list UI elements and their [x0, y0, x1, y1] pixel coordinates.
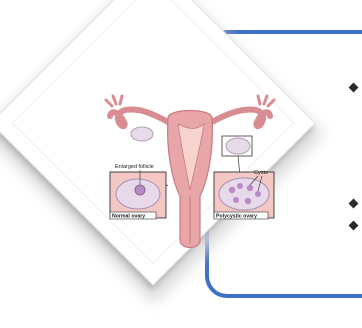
cysts-label: Cysts: [254, 170, 268, 176]
normal-ovary-label: Normal ovary: [112, 214, 145, 220]
cyst-6: [245, 198, 251, 204]
left-fimbriae: [106, 96, 122, 106]
right-fimbriae: [258, 96, 274, 106]
left-ovary: [131, 127, 153, 141]
cyst-5: [233, 197, 239, 203]
right-ovary: [226, 138, 250, 154]
enlarged-follicle: [135, 185, 145, 195]
right-fallopian-tube: [212, 110, 270, 127]
cyst-2: [237, 183, 243, 189]
cyst-1: [229, 187, 235, 193]
left-fallopian-tube: [110, 110, 168, 127]
enlarged-follicle-label: Enlarged follicle: [115, 164, 154, 170]
cyst-3: [247, 185, 253, 191]
polycystic-ovary-image: [219, 178, 269, 210]
polycystic-ovary-label: Polycystic ovary: [216, 214, 257, 220]
cyst-4: [255, 191, 261, 197]
